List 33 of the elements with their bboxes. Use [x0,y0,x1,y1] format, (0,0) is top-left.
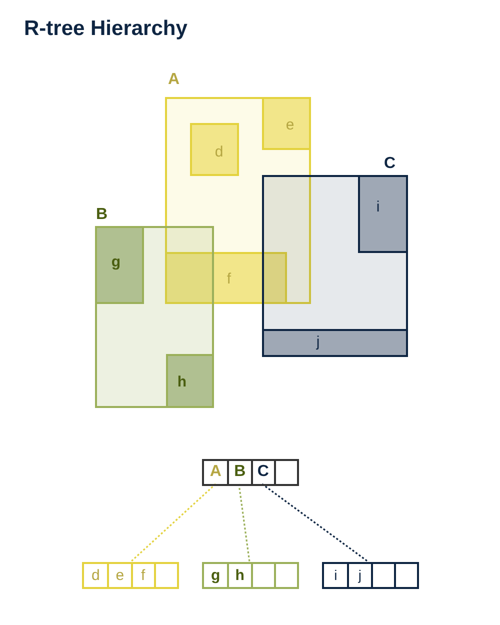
entry-label: f [141,566,146,584]
data-rectangle [95,226,144,304]
data-rectangle [190,123,239,176]
entry-label: e [116,566,124,584]
data-rectangle [166,354,214,408]
entry-label: i [334,567,338,584]
entry-label: g [211,566,220,584]
data-rectangle [262,329,408,357]
tree-node [202,562,299,589]
rect-label: i [376,198,380,216]
data-rectangle [262,97,311,150]
entry-label: d [91,566,100,584]
tree-link [130,483,216,563]
rect-label: h [177,373,187,391]
rect-label: j [316,333,320,351]
tree-node [202,459,299,486]
group-label: A [168,71,180,90]
entry-label: C [257,463,269,482]
entry-label: B [234,463,246,482]
tree-node [322,562,419,589]
rect-label: f [226,270,232,288]
group-label: B [96,206,108,224]
tree-node [82,562,179,589]
entry-label: A [210,463,222,482]
rect-label: g [111,253,121,271]
diagram-title: R-tree Hierarchy [24,17,188,41]
entry-label: j [358,567,362,584]
tree-link [262,483,370,563]
rect-label: d [214,143,224,161]
entry-label: h [235,566,244,584]
group-label: C [384,155,396,174]
data-rectangle [358,175,408,253]
rect-label: e [286,116,294,134]
